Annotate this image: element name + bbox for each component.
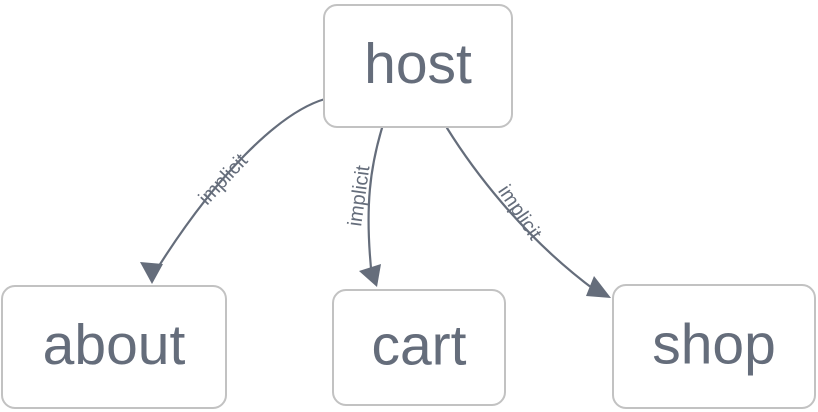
edge-label: implicit — [493, 181, 546, 244]
node-label: cart — [371, 314, 466, 378]
edge-line — [150, 97, 327, 279]
node-box — [1, 285, 227, 409]
node-label: shop — [652, 313, 776, 377]
node-shop[interactable]: shop — [612, 284, 816, 409]
node-about[interactable]: about — [1, 285, 227, 409]
edges-layer: implicit implicit implicit — [140, 97, 611, 298]
edge-host-to-about[interactable]: implicit — [140, 97, 327, 284]
edge-arrowhead-icon — [359, 264, 381, 287]
node-label: host — [364, 32, 472, 96]
edge-label: implicit — [344, 164, 374, 228]
edge-host-to-cart[interactable]: implicit — [344, 126, 384, 287]
edge-host-to-shop[interactable]: implicit — [445, 126, 611, 298]
nodes-layer: host about cart shop — [1, 4, 816, 409]
edge-line — [367, 126, 384, 280]
node-box — [323, 4, 513, 128]
node-box — [332, 289, 506, 406]
node-box — [612, 284, 816, 409]
edge-arrowhead-icon — [586, 276, 611, 298]
node-cart[interactable]: cart — [332, 289, 506, 406]
edge-arrowhead-icon — [140, 262, 163, 284]
node-label: about — [43, 313, 186, 377]
edge-label: implicit — [195, 149, 253, 209]
node-host[interactable]: host — [323, 4, 513, 128]
edge-line — [445, 126, 598, 293]
